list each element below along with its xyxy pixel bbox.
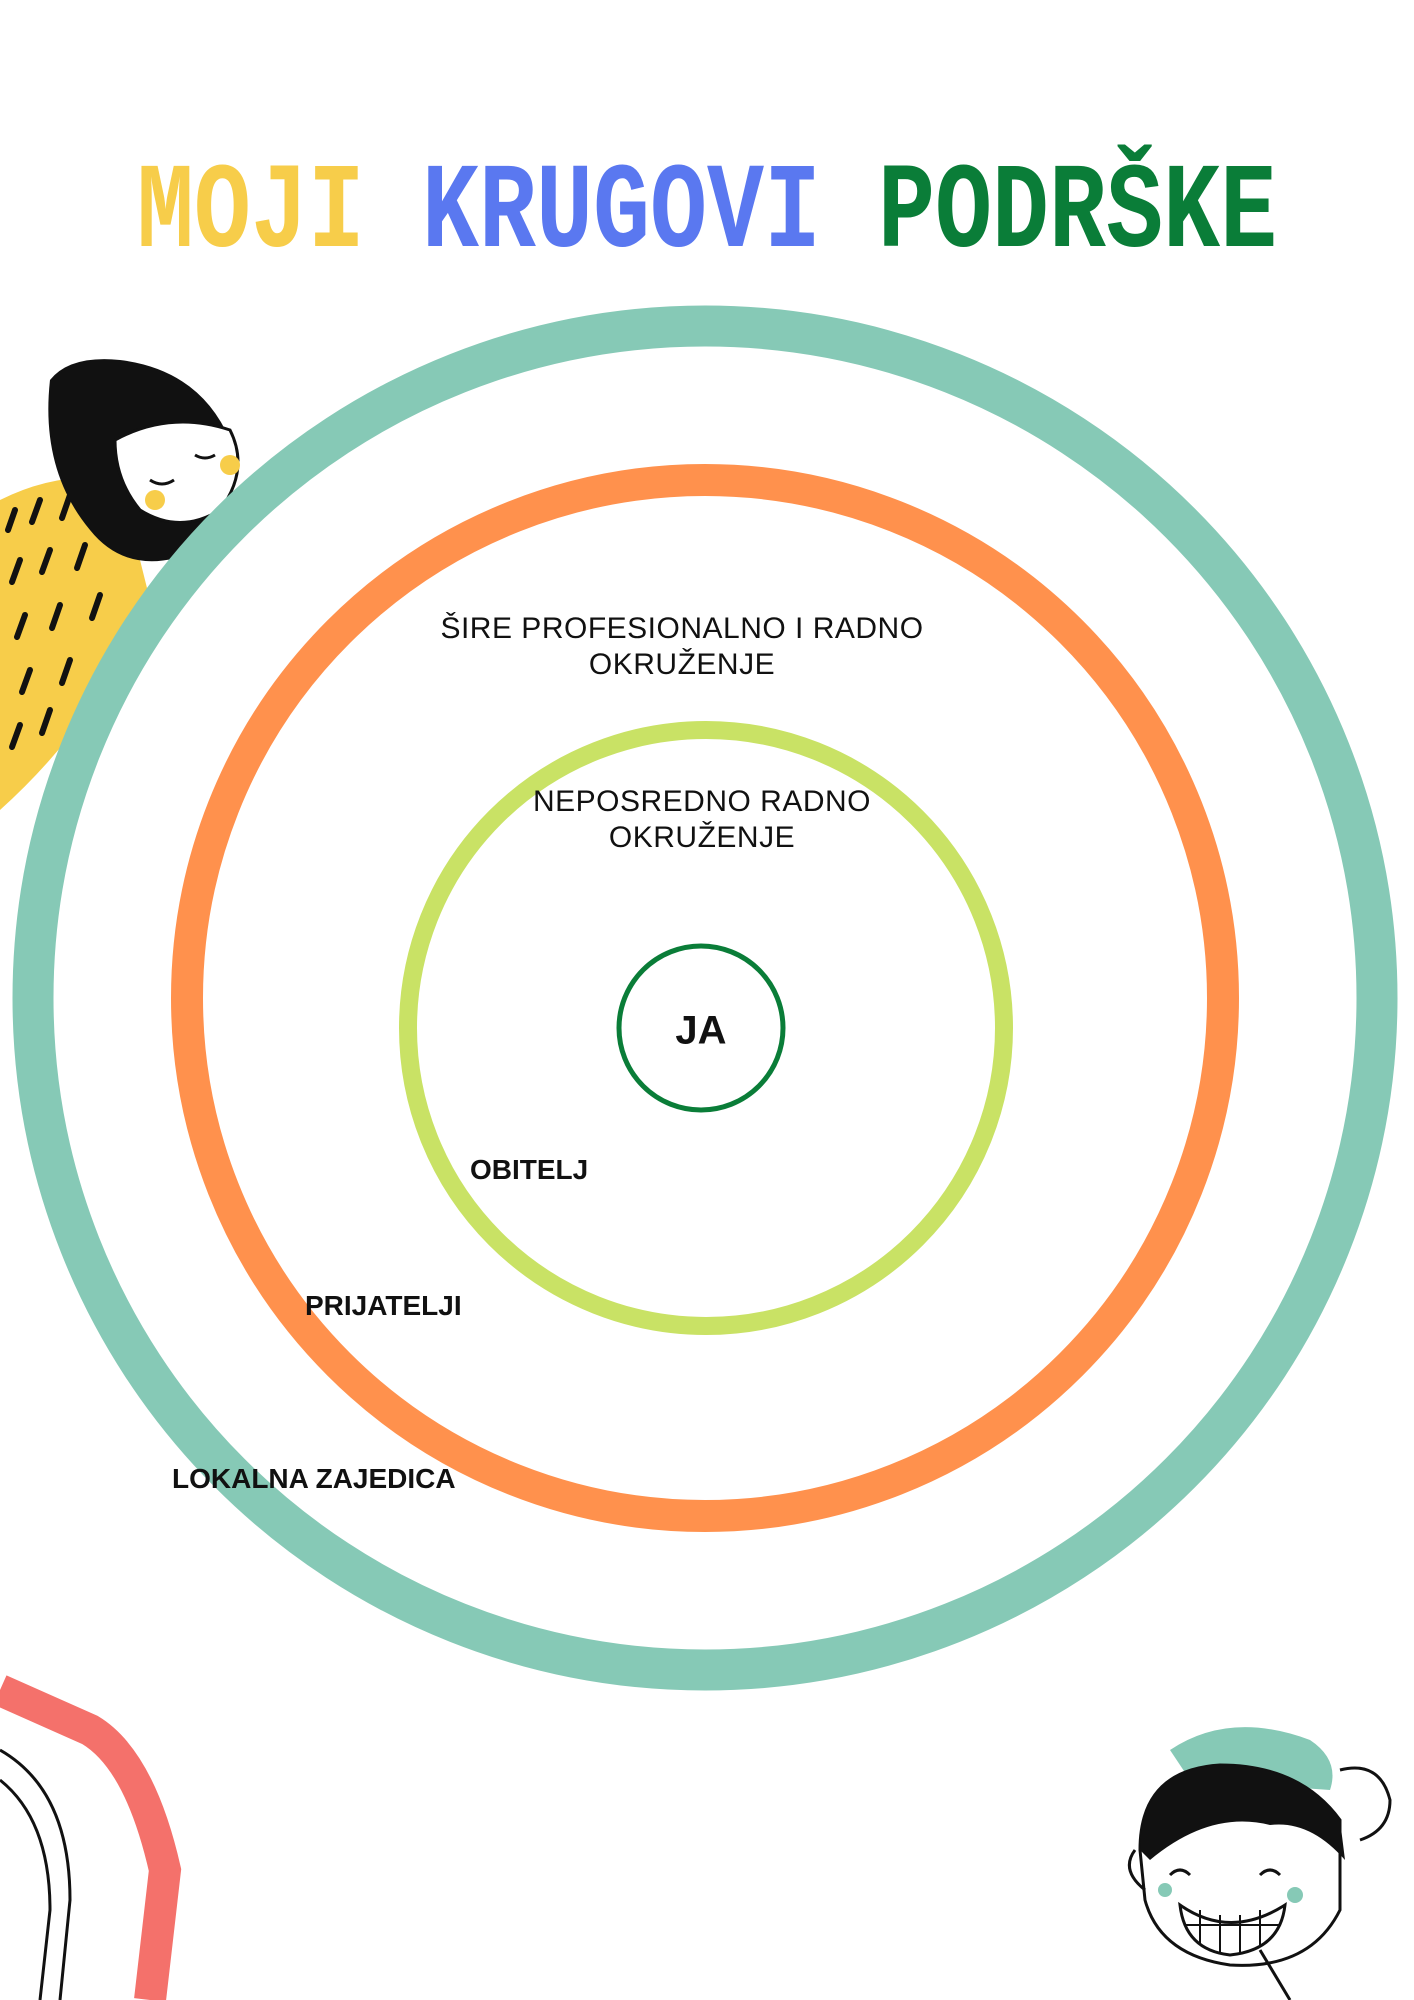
label-direct-line1: NEPOSREDNO RADNO xyxy=(532,785,872,818)
title-word-krugovi: KRUGOVI xyxy=(421,144,822,284)
label-wider-environment: ŠIRE PROFESIONALNO I RADNO OKRUŽENJE xyxy=(440,611,923,683)
title-word-podrske: PODRŠKE xyxy=(878,144,1278,284)
ring-self xyxy=(616,943,786,1113)
title-word-moji: MOJI xyxy=(136,144,365,284)
girl-illustration xyxy=(0,359,240,810)
boy-illustration xyxy=(1127,1727,1392,2000)
label-friends: PRIJATELJI xyxy=(305,1290,462,1321)
ring-friends xyxy=(171,464,1239,1532)
label-family: OBITELJ xyxy=(470,1154,589,1185)
page-title: MOJI KRUGOVI PODRŠKE xyxy=(0,150,1414,278)
label-direct-environment: NEPOSREDNO RADNO OKRUŽENJE xyxy=(533,784,871,856)
ring-community xyxy=(12,305,1398,1691)
label-wider-line2: OKRUŽENJE xyxy=(588,648,776,681)
label-wider-line1: ŠIRE PROFESIONALNO I RADNO xyxy=(440,612,924,645)
curve-decoration xyxy=(0,1675,182,2000)
label-self: JA xyxy=(675,1008,727,1053)
label-community: LOKALNA ZAJEDICA xyxy=(172,1463,456,1494)
ring-family xyxy=(399,721,1013,1335)
label-direct-line2: OKRUŽENJE xyxy=(608,821,796,854)
